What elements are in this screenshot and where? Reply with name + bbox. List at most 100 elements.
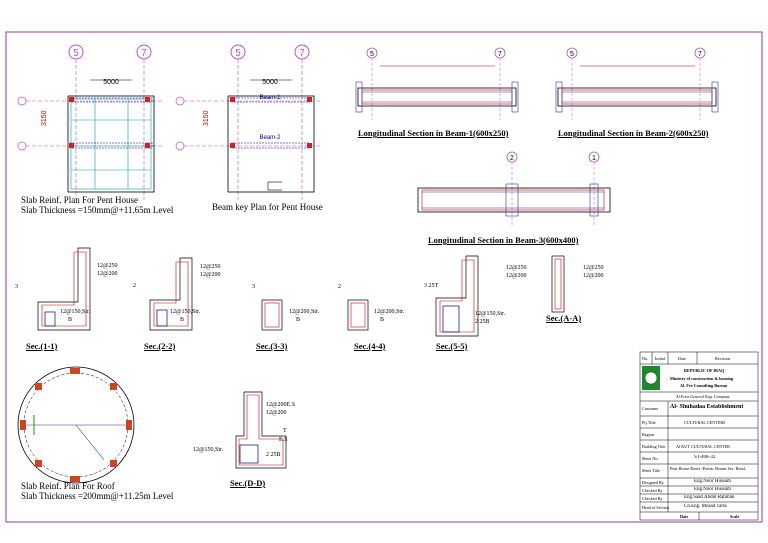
rebar-1-1-bar3: 3 — [15, 284, 18, 290]
grid-bubble-5b: 5 — [235, 48, 241, 59]
dim-depth-3150-b: 3150 — [203, 110, 210, 126]
tb-hdr-date: Date — [678, 356, 686, 361]
grid-bubble-7a: 7 — [141, 48, 147, 59]
rebar-5-5-mid: 12@200 — [506, 273, 527, 279]
tb-designed-label: Designed By — [642, 480, 664, 485]
rebar-3-3-bar3: 3 — [252, 284, 255, 290]
tb-country: REPUBLIC OF IRAQ — [684, 368, 725, 373]
beam-2-label: Beam-2 — [259, 135, 281, 141]
rebar-d-d-t: T — [283, 428, 287, 434]
rebar-2-2-mid: 12@200 — [200, 272, 221, 278]
rebar-1-1-top: 12@250 — [97, 263, 118, 269]
section-label-3-3: Sec.(3-3) — [256, 341, 288, 351]
tb-bureau: Al. Fee Consulting Bureau — [680, 383, 728, 388]
grid-bubble-2: 2 — [510, 155, 514, 162]
tb-approved: Eng.Saad Abdul Rahman — [684, 495, 735, 500]
dim-span-5000-a: 5000 — [103, 79, 119, 86]
tb-foot-scale: Scale — [730, 514, 740, 519]
tb-foot-date: Date — [680, 514, 689, 519]
rebar-1-1-b: B — [68, 317, 73, 323]
caption-slab-plan-1: Slab Reinf. Plan For Pent House — [21, 195, 138, 205]
sheet-border — [5, 31, 763, 523]
rebar-1-1-mid: 12@200 — [97, 271, 118, 277]
tb-region-label: Region — [642, 432, 655, 437]
tb-hdr-initial: Initial — [655, 356, 666, 361]
slab-reinf-plan-penthouse: 5 7 5000 3150 — [17, 44, 162, 200]
tb-building-label: Building Title — [642, 444, 666, 449]
caption-roof-plan-2: Slab Thickness =200mm@+11.25m Level — [21, 491, 174, 501]
rebar-4-4-b: B — [380, 317, 385, 323]
roof-slab-plan — [17, 366, 135, 484]
tb-designed: Eng.Noor Hussam — [694, 479, 731, 484]
tb-hdr-revision: Revision — [715, 356, 730, 361]
rebar-d-d-mid: 12@200 — [266, 410, 287, 416]
rebar-5-5-str: 12@150,Str. — [475, 311, 506, 317]
rebar-4-4-bar2: 2 — [338, 284, 341, 290]
rebar-a-a-top: 12@250 — [583, 265, 604, 271]
grid-bubble-5a: 5 — [73, 48, 79, 59]
rebar-d-d-es: 12@200E.S — [266, 402, 296, 408]
long-section-beam-2: 5 7 — [555, 47, 719, 120]
grid-bubble-5d: 5 — [570, 51, 574, 58]
rebar-d-d-es2: E.S — [279, 437, 288, 443]
grid-bubble-1: 1 — [592, 155, 596, 162]
tb-head-label: Head of Section — [642, 505, 669, 510]
tb-ministry: Ministry of construction & housing — [670, 376, 734, 381]
rebar-4-4-str: 12@200,Str. — [374, 309, 405, 315]
beam-1-label: Beam-1 — [259, 95, 281, 101]
tb-checked-label: Checked By — [642, 488, 663, 493]
rebar-2-2-str: 12@150,Str. — [170, 309, 201, 315]
beam-key-plan-penthouse: 5 7 5000 3150 Beam-1 Beam-2 — [175, 44, 320, 200]
caption-roof-plan-1: Slab Reinf. Plan For Roof — [21, 481, 115, 491]
rebar-5-5-25b: 2 25B — [475, 319, 490, 325]
grid-bubble-7b: 7 — [299, 48, 305, 59]
grid-bubble-7c: 7 — [498, 51, 502, 58]
section-dd — [235, 391, 287, 469]
caption-slab-plan-2: Slab Thickness =150mm@+11.65m Level — [21, 205, 174, 215]
caption-beam-key: Beam key Plan for Pent House — [212, 202, 323, 212]
rebar-2-2-top: 12@250 — [200, 264, 221, 270]
tb-owner-label: Customer — [642, 406, 659, 411]
rebar-d-d-str: 12@150,Str. — [193, 447, 224, 453]
long-section-beam-3: 2 1 — [417, 151, 611, 225]
section-label-1-1: Sec.(1-1) — [26, 341, 58, 351]
rebar-2-2-b: B — [180, 317, 185, 323]
caption-long-beam-2: Longitudinal Section in Beam-2(600x250) — [558, 128, 709, 138]
title-block — [639, 351, 759, 521]
rebar-d-d-25b: 2 25B — [266, 452, 281, 458]
rebar-5-5-25t: 3 25T — [424, 283, 439, 289]
tb-project: CULTURAL CENTERS — [684, 420, 726, 425]
section-label-5-5: Sec.(5-5) — [436, 341, 468, 351]
grid-bubble-5c: 5 — [370, 51, 374, 58]
section-label-a-a: Sec.(A-A) — [546, 313, 582, 323]
tb-sheet-title: Pent House Roofs -Prastic Beams Sec. Rei… — [670, 466, 747, 471]
rebar-1-1-str: 12@150,Str. — [60, 309, 91, 315]
tb-title-label: Sheet Title — [642, 468, 661, 473]
tb-building: Al KUT CULTURAL CENTER — [676, 444, 730, 449]
tb-project-label: Prj.Title — [642, 420, 656, 425]
sections-row — [37, 247, 565, 337]
tb-head: Ch.Eng. Mosad Tarik — [684, 504, 727, 509]
tb-company: Al.Fora General Eng. Company — [676, 394, 730, 399]
dim-depth-3150-a: 3150 — [41, 110, 48, 126]
section-label-2-2: Sec.(2-2) — [144, 341, 176, 351]
rebar-2-2-bar2: 2 — [133, 283, 136, 289]
rebar-a-a-mid: 12@200 — [583, 273, 604, 279]
tb-hdr-no: No. — [642, 356, 649, 361]
section-label-4-4: Sec.(4-4) — [354, 341, 386, 351]
tb-owner: Al- Shuhadaa Establishment — [670, 404, 744, 410]
long-section-beam-1: 5 7 — [355, 47, 519, 120]
dim-span-5000-b: 5000 — [262, 79, 278, 86]
caption-long-beam-3: Longitudinal Section in Beam-3(600x400) — [428, 235, 579, 245]
tb-checked: Eng.Noor Hussam — [694, 487, 731, 492]
tb-sheet-label: Sheet No. — [642, 456, 659, 461]
caption-long-beam-1: Longitudinal Section in Beam-1(600x250) — [358, 128, 509, 138]
tb-approved-label: Checked By — [642, 496, 663, 501]
rebar-5-5-top: 12@250 — [506, 265, 527, 271]
tb-sheet-no: ST-408-32 — [694, 455, 716, 460]
rebar-3-3-b: B — [296, 317, 301, 323]
section-label-d-d: Sec.(D-D) — [230, 478, 266, 488]
rebar-3-3-str: 12@200,Str. — [289, 309, 320, 315]
grid-bubble-7d: 7 — [698, 51, 702, 58]
